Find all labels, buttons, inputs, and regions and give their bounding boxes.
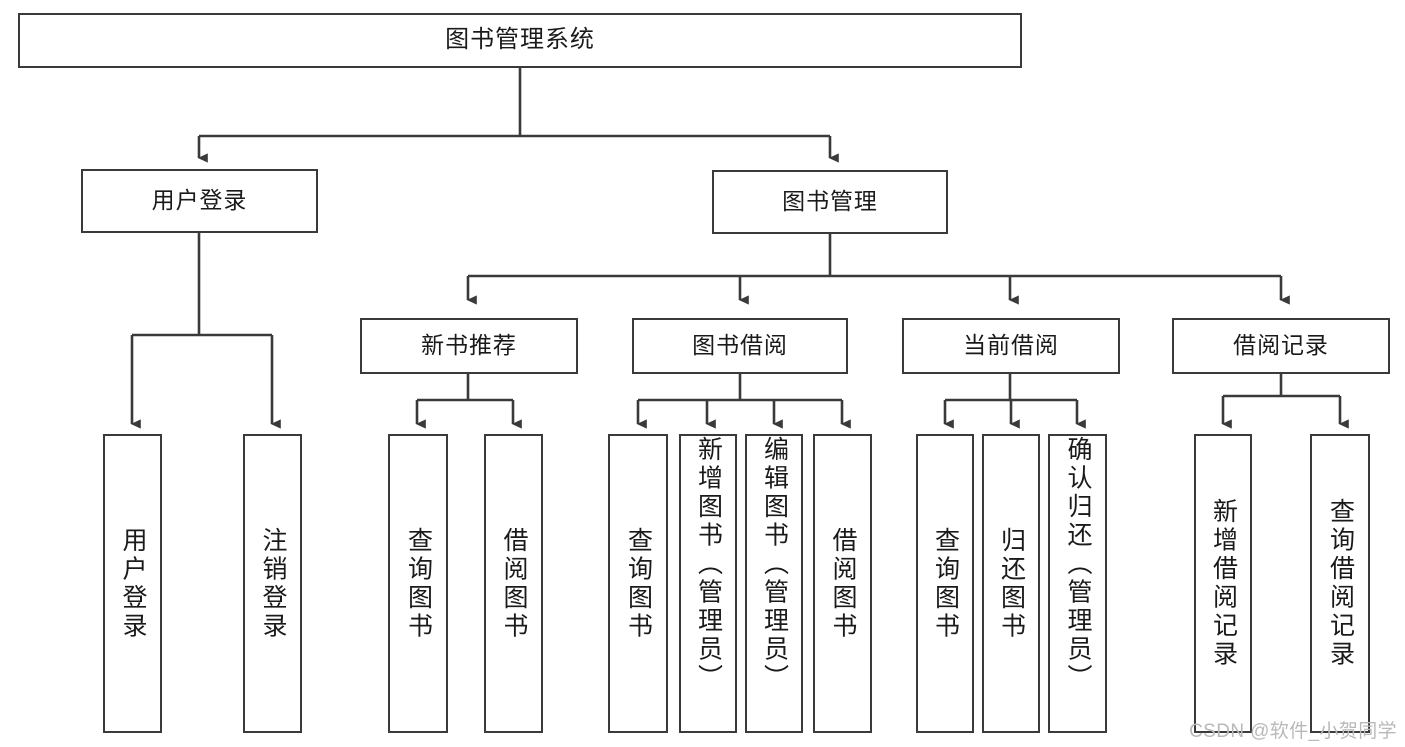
node-leaf-add-book[interactable]: 新增图书（管理员）: [679, 434, 737, 733]
node-label: 查询借阅记录: [1326, 498, 1355, 669]
node-borrow-record[interactable]: 借阅记录: [1172, 318, 1390, 374]
node-label: 借阅记录: [1233, 332, 1329, 359]
csdn-watermark: CSDN @软件_小贺同学: [1189, 721, 1397, 742]
node-label: 查询图书: [404, 526, 433, 641]
node-label: 图书管理: [782, 188, 878, 215]
node-leaf-user-login[interactable]: 用户登录: [103, 434, 162, 733]
node-label: 查询图书: [931, 526, 960, 641]
node-label: 归还图书: [997, 526, 1026, 641]
node-label: 确认归还（管理员）: [1064, 436, 1092, 693]
node-leaf-return-book[interactable]: 归还图书: [982, 434, 1040, 733]
node-user-login[interactable]: 用户登录: [81, 169, 318, 233]
node-leaf-query-book-a[interactable]: 查询图书: [388, 434, 448, 733]
node-label: 查询图书: [624, 526, 653, 641]
node-label: 新增借阅记录: [1209, 498, 1238, 669]
node-label: 图书管理系统: [445, 26, 595, 54]
node-label: 编辑图书（管理员）: [760, 436, 789, 693]
node-label: 借阅图书: [829, 526, 857, 641]
node-leaf-query-book-b[interactable]: 查询图书: [608, 434, 668, 733]
node-leaf-edit-book[interactable]: 编辑图书（管理员）: [745, 434, 803, 733]
node-leaf-confirm-return[interactable]: 确认归还（管理员）: [1048, 434, 1107, 733]
node-label: 用户登录: [151, 187, 248, 214]
node-new-book-recommend[interactable]: 新书推荐: [360, 318, 578, 374]
node-leaf-borrow-book-a[interactable]: 借阅图书: [484, 434, 543, 733]
node-leaf-query-book-c[interactable]: 查询图书: [916, 434, 974, 733]
node-leaf-borrow-book-b[interactable]: 借阅图书: [813, 434, 872, 733]
node-current-borrow[interactable]: 当前借阅: [902, 318, 1120, 374]
node-label: 图书借阅: [692, 332, 788, 359]
node-root-system[interactable]: 图书管理系统: [18, 13, 1022, 68]
node-book-borrow[interactable]: 图书借阅: [632, 318, 848, 374]
node-label: 注销登录: [259, 526, 287, 641]
node-leaf-add-record[interactable]: 新增借阅记录: [1194, 434, 1252, 733]
node-leaf-logout[interactable]: 注销登录: [243, 434, 302, 733]
node-book-manage[interactable]: 图书管理: [712, 170, 948, 234]
node-label: 新书推荐: [421, 332, 517, 359]
node-label: 当前借阅: [963, 332, 1059, 359]
node-label: 用户登录: [119, 526, 147, 641]
node-leaf-query-record[interactable]: 查询借阅记录: [1310, 434, 1370, 733]
node-label: 借阅图书: [500, 526, 528, 641]
node-label: 新增图书（管理员）: [694, 436, 723, 693]
